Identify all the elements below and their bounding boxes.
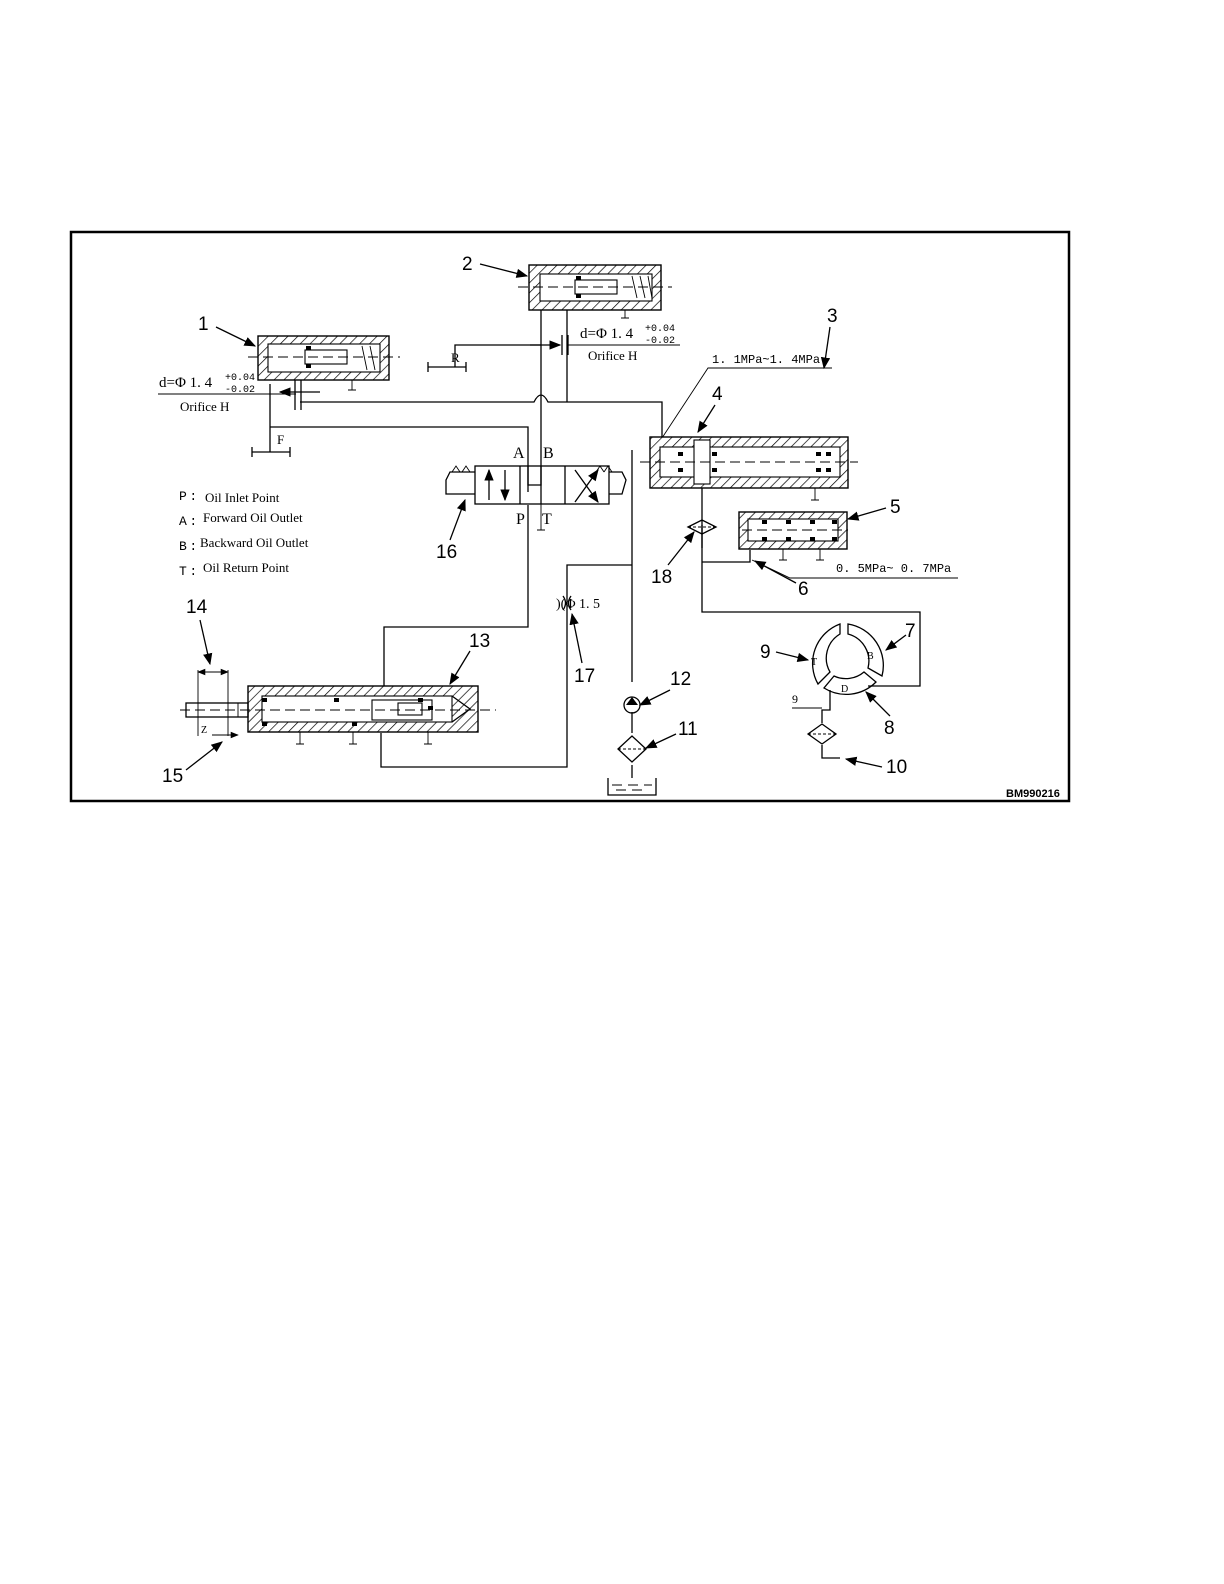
pressure-upper: 1. 1MPa~1. 4MPa bbox=[712, 353, 820, 367]
legend-key-a: A : bbox=[179, 514, 197, 529]
legend-text-p: Oil Inlet Point bbox=[205, 490, 280, 505]
callout-18: 18 bbox=[651, 567, 672, 588]
legend-text-a: Forward Oil Outlet bbox=[203, 510, 303, 525]
callout-6: 6 bbox=[798, 579, 809, 600]
legend-text-b: Backward Oil Outlet bbox=[200, 535, 309, 550]
legend-key-p: P : bbox=[179, 489, 197, 504]
port-b: B bbox=[543, 445, 554, 462]
orifice-label-left: Orifice H bbox=[180, 399, 229, 414]
valve-4 bbox=[640, 437, 858, 500]
callout-9: 9 bbox=[760, 642, 771, 663]
callout-12: 12 bbox=[670, 669, 691, 690]
cylinder-13 bbox=[180, 670, 496, 744]
legend-key-t: T : bbox=[179, 564, 197, 579]
callout-13: 13 bbox=[469, 631, 490, 652]
port-p: P bbox=[516, 511, 525, 528]
figure-id: BM990216 bbox=[1006, 788, 1060, 800]
callout-3: 3 bbox=[827, 306, 838, 327]
port-a: A bbox=[513, 445, 525, 462]
pressure-lower: 0. 5MPa~ 0. 7MPa bbox=[836, 562, 951, 576]
rotary-b: B bbox=[867, 651, 874, 662]
callout-8: 8 bbox=[884, 718, 895, 739]
orifice-annotation-left: d=Φ 1. 4 +0.04 -0.02 Orifice H bbox=[159, 373, 255, 414]
callout-2: 2 bbox=[462, 254, 473, 275]
callout-4: 4 bbox=[712, 384, 723, 405]
legend-key-b: B : bbox=[179, 539, 197, 554]
callout-10: 10 bbox=[886, 757, 907, 778]
rotary-t: T bbox=[811, 657, 817, 668]
port-t: T bbox=[542, 511, 552, 528]
orifice-label-right: Orifice H bbox=[588, 348, 637, 363]
orifice-d-right: d=Φ 1. 4 bbox=[580, 326, 634, 342]
callout-15: 15 bbox=[162, 766, 183, 787]
orifice-tol-upper-right: +0.04 bbox=[645, 324, 675, 335]
orifice-tol-upper-left: +0.04 bbox=[225, 373, 255, 384]
pump-12 bbox=[624, 697, 640, 713]
orifice-tol-lower-left: -0.02 bbox=[225, 385, 255, 396]
orifice-d-left: d=Φ 1. 4 bbox=[159, 375, 213, 391]
orifice-annotation-right: d=Φ 1. 4 +0.04 -0.02 Orifice H bbox=[580, 324, 675, 363]
callout-16: 16 bbox=[436, 542, 457, 563]
callout-5: 5 bbox=[890, 497, 901, 518]
callout-17: 17 bbox=[574, 666, 595, 687]
callout-11: 11 bbox=[678, 719, 698, 740]
orifice-tol-lower-right: -0.02 bbox=[645, 336, 675, 347]
port-f: F bbox=[277, 432, 284, 447]
directional-valve-16 bbox=[446, 466, 626, 530]
restrictor-label: )(Φ 1. 5 bbox=[556, 597, 600, 612]
callout-1: 1 bbox=[198, 314, 209, 335]
valve-5 bbox=[739, 512, 848, 560]
dim-z: Z bbox=[201, 725, 207, 736]
callout-14: 14 bbox=[186, 597, 208, 618]
callout-7: 7 bbox=[905, 621, 916, 642]
filter-11 bbox=[618, 736, 646, 762]
reservoir bbox=[608, 778, 656, 795]
tank-ref-9: 9 bbox=[792, 692, 798, 706]
legend-text-t: Oil Return Point bbox=[203, 560, 289, 575]
filter-rotary bbox=[808, 724, 836, 744]
legend: P : Oil Inlet Point A : Forward Oil Outl… bbox=[179, 489, 309, 579]
port-r: R bbox=[451, 350, 460, 365]
rotary-d: D bbox=[841, 684, 848, 695]
